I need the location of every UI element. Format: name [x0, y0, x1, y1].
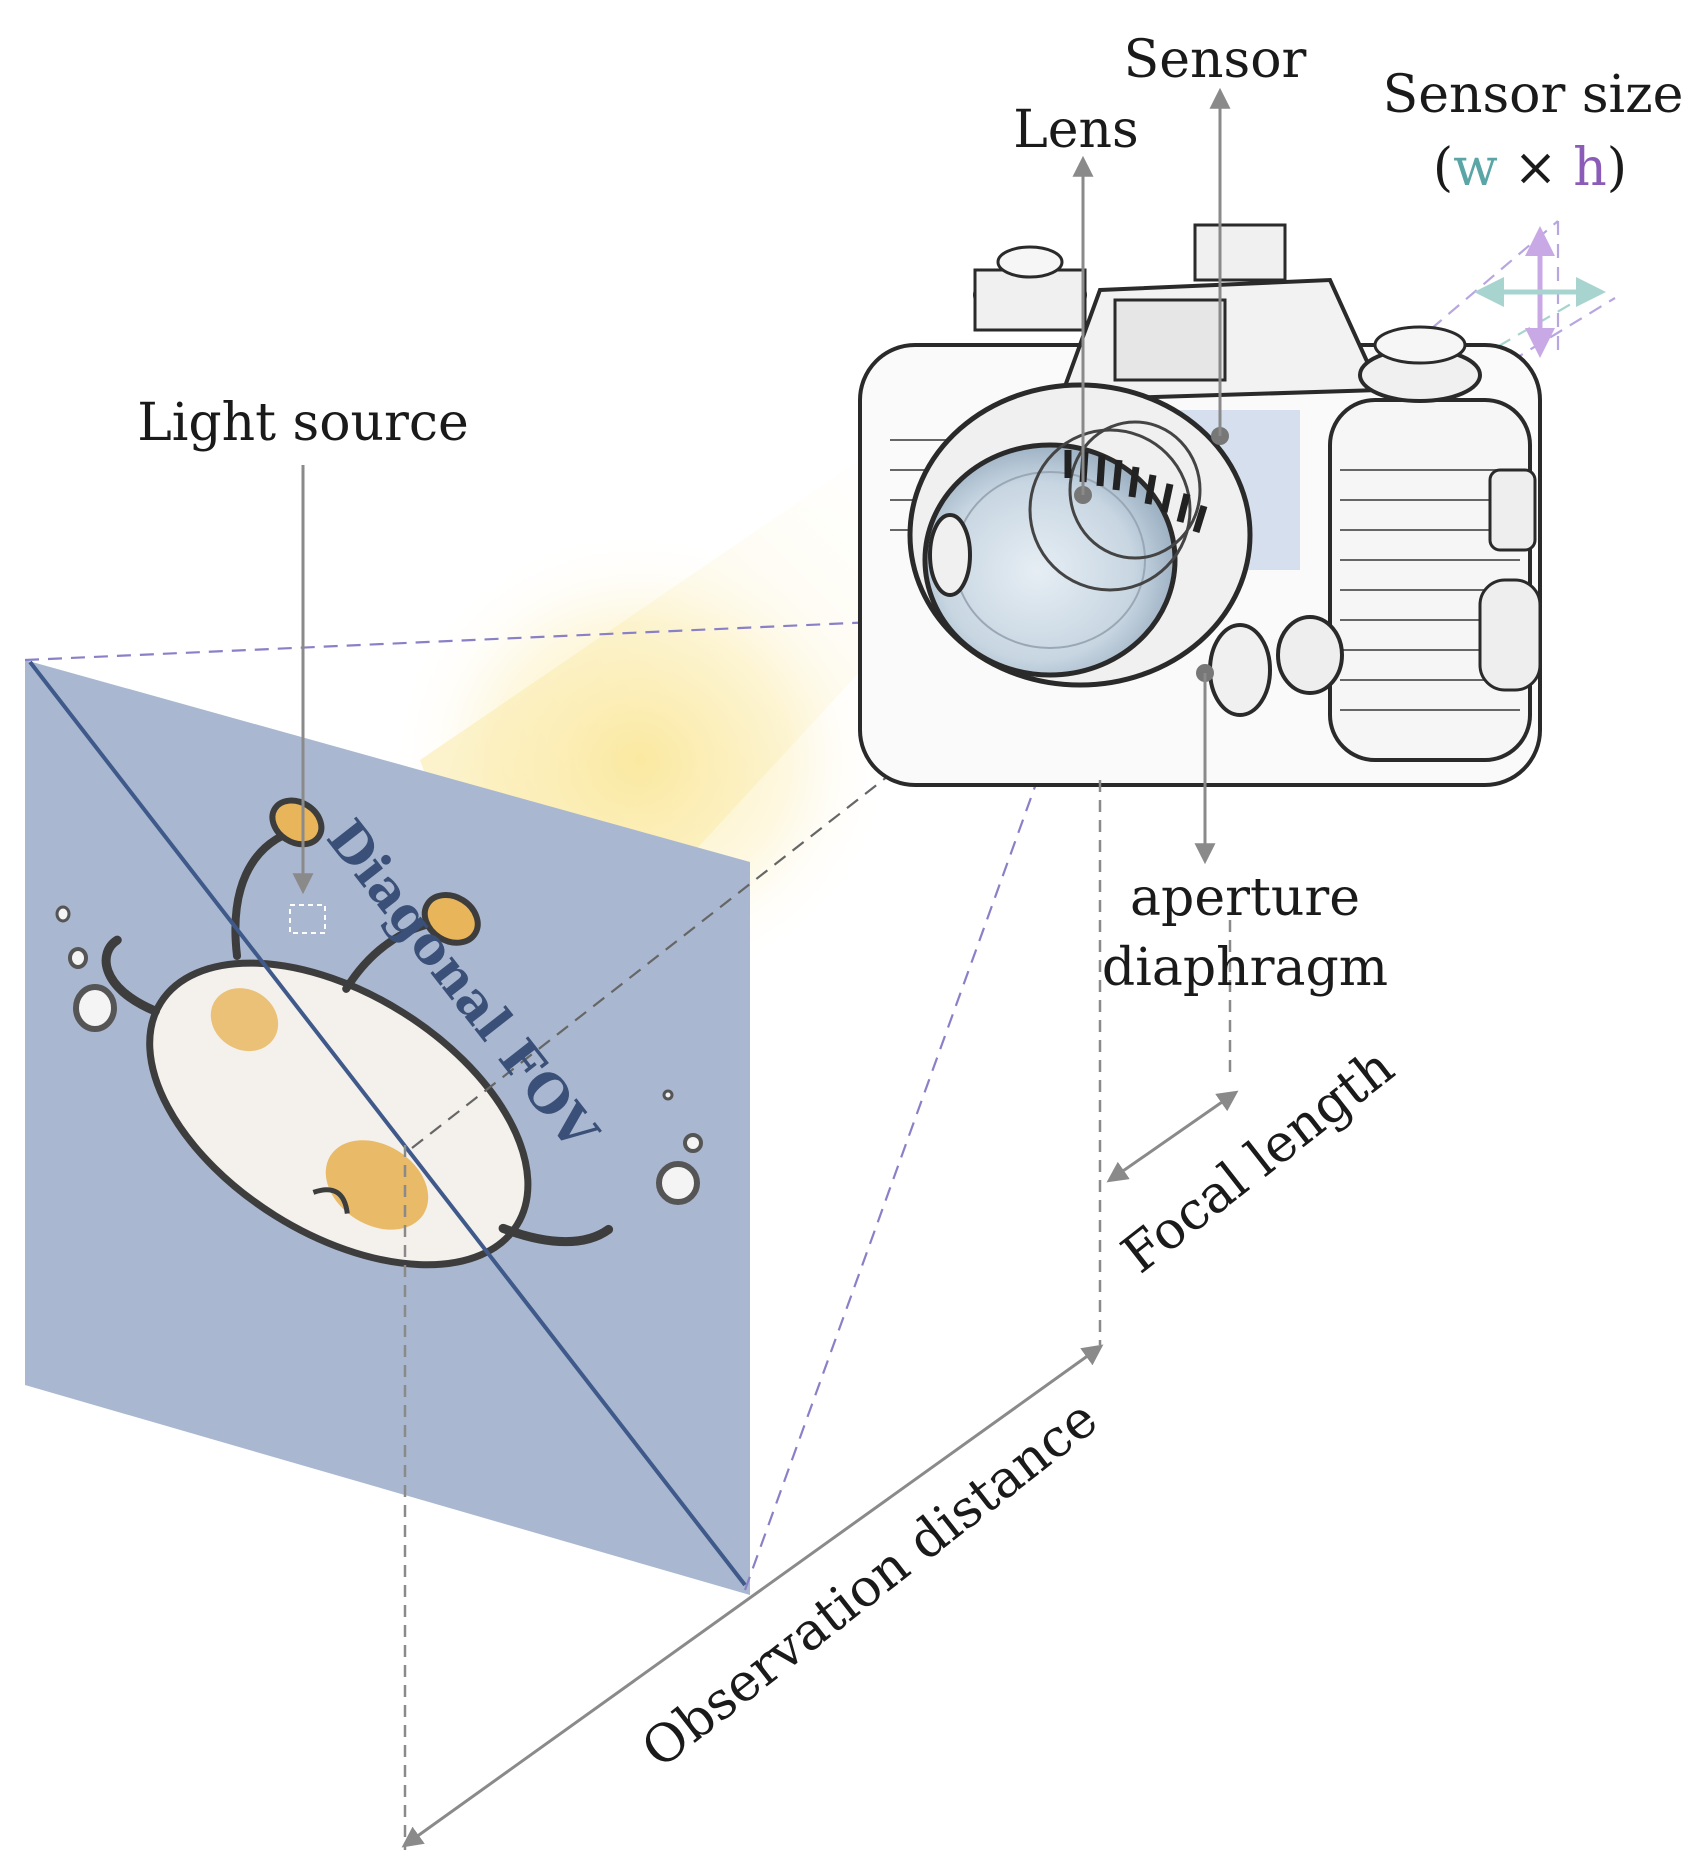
paren-open: (	[1433, 138, 1453, 198]
paren-close: )	[1607, 138, 1627, 198]
annotation-arrows	[292, 87, 1239, 1848]
projection-lines	[403, 780, 1232, 1850]
sensor-size-formula: (w ×h)	[1433, 138, 1627, 198]
aperture-label-line2: diaphragm	[1102, 938, 1388, 998]
light-source-marker	[289, 904, 326, 934]
height-symbol: h	[1573, 138, 1607, 198]
cat-illustration	[55, 797, 703, 1269]
aperture-label-line1: aperture	[1130, 868, 1360, 928]
sensor-size-label: Sensor size	[1383, 65, 1684, 125]
camera-illustration	[858, 223, 1542, 787]
light-source-label: Light source	[137, 393, 469, 453]
times-symbol: ×	[1514, 138, 1558, 198]
sensor-size-arrows	[1474, 226, 1606, 358]
lens-label: Lens	[1013, 100, 1138, 160]
width-symbol: w	[1453, 138, 1498, 198]
focal-length-label: Focal length	[1111, 1037, 1405, 1285]
sensor-label: Sensor	[1124, 30, 1307, 90]
